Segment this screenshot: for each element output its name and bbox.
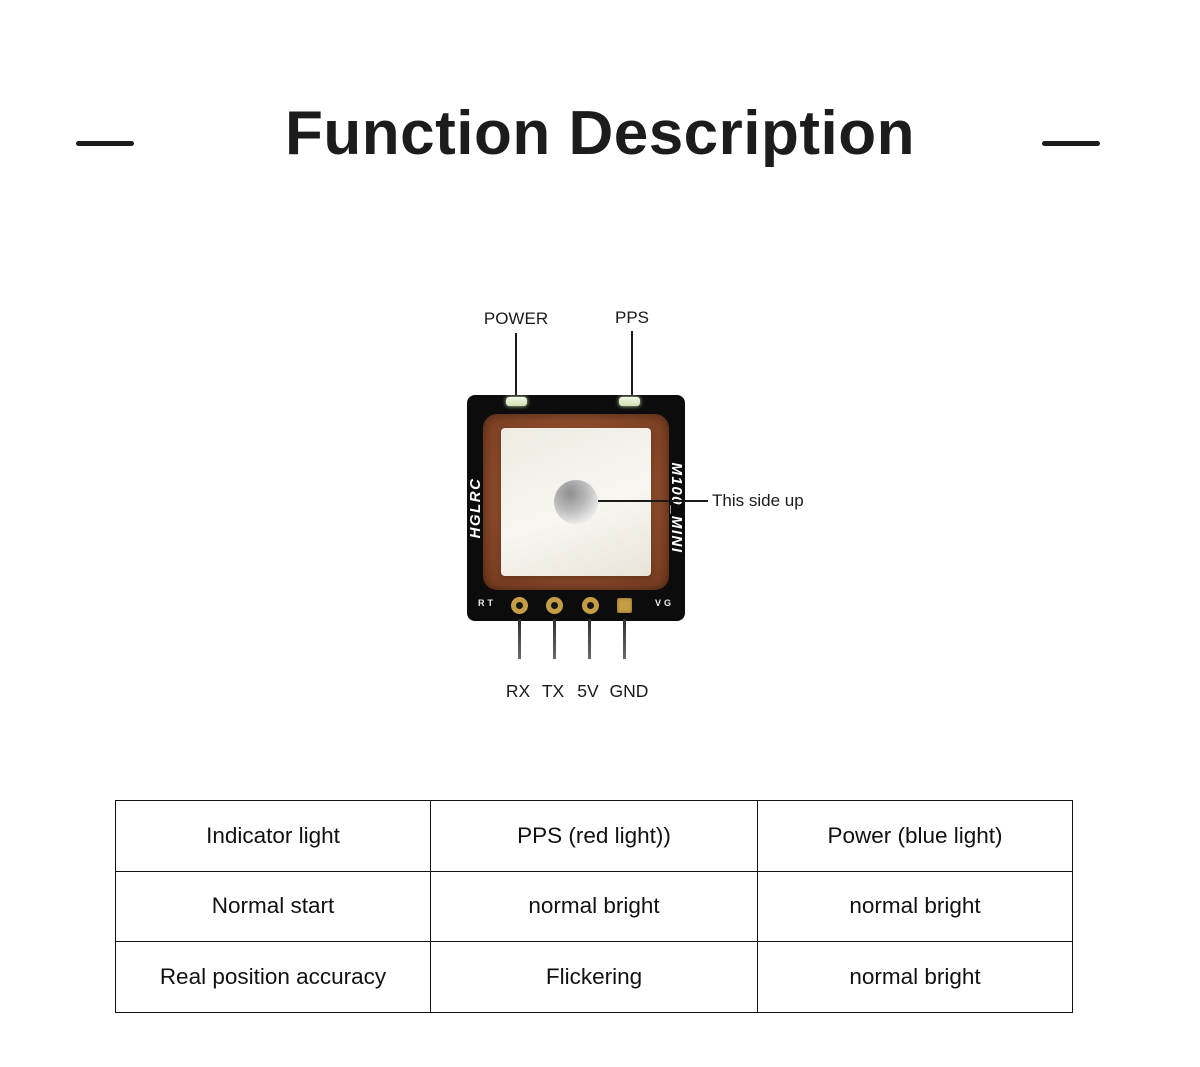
side-up-leader-line bbox=[598, 500, 708, 502]
table-cell: Flickering bbox=[430, 941, 758, 1013]
table-cell: normal bright bbox=[757, 941, 1073, 1013]
table-header-cell: Power (blue light) bbox=[757, 800, 1073, 872]
pin-tx bbox=[553, 619, 556, 659]
pin-label-5v: 5V bbox=[577, 681, 599, 701]
power-led bbox=[506, 397, 527, 406]
table-header-cell: Indicator light bbox=[115, 800, 431, 872]
table-cell: normal bright bbox=[757, 870, 1073, 942]
title-dash-right bbox=[1042, 141, 1100, 146]
pin-5v bbox=[588, 619, 591, 659]
pin-label-rx: RX bbox=[505, 681, 531, 701]
pad-5v bbox=[582, 597, 599, 614]
silkscreen-rt: RT bbox=[478, 598, 496, 608]
antenna-center-hole bbox=[554, 480, 598, 524]
pin-label-gnd: GND bbox=[609, 681, 649, 701]
power-callout-label: POWER bbox=[483, 309, 549, 328]
brand-label: HGLRC bbox=[467, 477, 484, 539]
page-title: Function Description bbox=[285, 99, 915, 168]
title-dash-left bbox=[76, 141, 134, 146]
table-row: Real position accuracy Flickering normal… bbox=[115, 941, 1073, 1013]
power-leader-line bbox=[515, 333, 517, 397]
antenna-top bbox=[501, 428, 651, 576]
gps-module-diagram: HGLRC M100_MINI RT VG bbox=[467, 395, 685, 659]
table-cell: Real position accuracy bbox=[115, 941, 431, 1013]
silkscreen-vg: VG bbox=[655, 598, 675, 608]
table-header-cell: PPS (red light)) bbox=[430, 800, 758, 872]
indicator-table: Indicator light PPS (red light)) Power (… bbox=[115, 800, 1073, 1013]
model-label: M100_MINI bbox=[668, 462, 685, 554]
pps-leader-line bbox=[631, 331, 633, 397]
table-cell: normal bright bbox=[430, 870, 758, 942]
table-row: Indicator light PPS (red light)) Power (… bbox=[115, 800, 1073, 872]
table-row: Normal start normal bright normal bright bbox=[115, 870, 1073, 942]
pin-rx bbox=[518, 619, 521, 659]
pad-rx bbox=[511, 597, 528, 614]
pad-gnd bbox=[617, 598, 632, 613]
table-cell: Normal start bbox=[115, 870, 431, 942]
ceramic-antenna bbox=[483, 414, 669, 590]
pps-callout-label: PPS bbox=[614, 308, 650, 327]
pad-tx bbox=[546, 597, 563, 614]
pps-led bbox=[619, 397, 640, 406]
side-up-callout-label: This side up bbox=[712, 491, 804, 510]
pin-gnd bbox=[623, 619, 626, 659]
pin-label-tx: TX bbox=[541, 681, 565, 701]
